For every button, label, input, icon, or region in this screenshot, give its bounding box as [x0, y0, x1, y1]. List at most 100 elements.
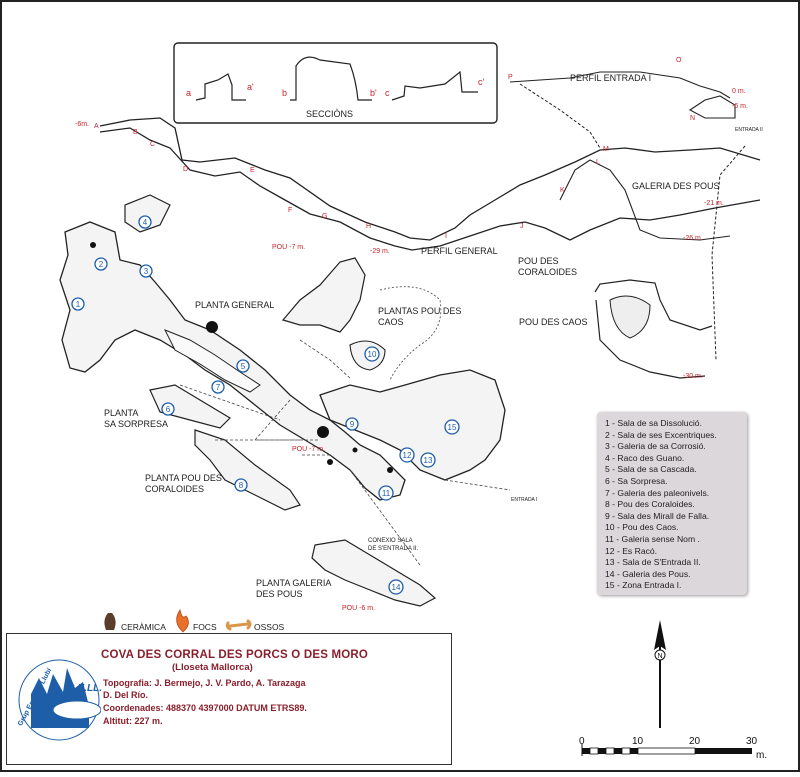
scale-bar	[581, 744, 752, 756]
cave-title: COVA DES CORRAL DES PORCS O DES MORO	[101, 649, 369, 661]
legend-item: 12 - Es Racó.	[605, 545, 658, 556]
entrance-dashed	[519, 83, 601, 149]
marker-2: 2	[99, 260, 104, 269]
svg-text:POU -7 m.: POU -7 m.	[292, 446, 325, 453]
label-conexio: CONEXIO SALA DE S'ENTRADA II.	[368, 538, 419, 552]
legend-item: 14 - Galeria des Pous.	[605, 568, 691, 579]
legend-item: 4 - Raco des Guano.	[605, 452, 685, 463]
section-label: c	[385, 88, 390, 98]
svg-text:I: I	[445, 233, 447, 240]
ossos-icon	[225, 619, 252, 631]
plan-pou-caos-upper	[281, 257, 366, 333]
legend-item: 1 - Sala de sa Dissolució.	[605, 418, 702, 428]
section-label: c'	[478, 77, 485, 87]
label-perfil-general: PERFIL GENERAL	[421, 246, 498, 256]
svg-text:-30 m.: -30 m.	[683, 373, 703, 380]
svg-text:POU -6 m.: POU -6 m.	[342, 605, 375, 612]
marker-1: 1	[76, 300, 81, 309]
marker-10: 10	[368, 350, 377, 359]
ceramica-icon	[104, 613, 116, 630]
credit-altitut: Altitut: 227 m.	[103, 716, 163, 726]
svg-text:20: 20	[689, 736, 701, 747]
label-galeria-pous: GALERIA DES POUS	[632, 181, 720, 191]
legend-panel: 1 - Sala de sa Dissolució. 2 - Sala de s…	[597, 412, 747, 595]
label-entrada-i: ENTRADA I	[511, 497, 538, 503]
symbol-ceramica-label: CERÀMICA	[121, 622, 166, 632]
credit-topografia: Topografia: J. Bermejo, J. V. Pardo, A. …	[103, 678, 306, 688]
cave-location: (Lloseta Mallorca)	[172, 662, 253, 673]
svg-text:E: E	[250, 167, 255, 174]
marker-14: 14	[392, 583, 401, 592]
pou-caos-detail	[609, 295, 651, 339]
symbol-focs-label: FOCS	[193, 622, 217, 632]
profile-letters: A B C D E F G H I J K L M N O P	[94, 57, 695, 240]
scale-ticks: 0 10 20 30 m.	[579, 736, 767, 761]
marker-4: 4	[143, 218, 148, 227]
plan-galeria-pous	[311, 539, 437, 607]
plan-branch	[163, 329, 261, 393]
section-label: a	[186, 88, 191, 98]
svg-text:B: B	[133, 129, 138, 136]
svg-text:-21 m.: -21 m.	[704, 200, 724, 207]
svg-text:10: 10	[632, 736, 644, 747]
section-c-shape	[391, 70, 478, 101]
svg-text:0 m.: 0 m.	[732, 88, 746, 95]
plan-caos-dotted	[379, 286, 442, 381]
svg-text:G: G	[322, 213, 327, 220]
svg-text:-29 m.: -29 m.	[370, 248, 390, 255]
credit-coordenades: Coordenades: 488370 4397000 DATUM ETRS89…	[103, 703, 307, 713]
legend-item: 5 - Sala de sa Cascada.	[605, 464, 697, 475]
svg-text:POU -7 m.: POU -7 m.	[272, 244, 305, 251]
svg-text:L: L	[596, 159, 600, 166]
svg-text:F: F	[288, 207, 292, 214]
plan-sala-mirall	[319, 369, 506, 481]
svg-text:0: 0	[579, 736, 585, 747]
svg-text:-6m.: -6m.	[75, 121, 89, 128]
depth-markers: -6m. 0 m. -6 m. -21 m. -26 m. -29 m. -30…	[75, 88, 748, 612]
label-planta-coraloides: PLANTA POU DES CORALOIDES	[145, 473, 222, 494]
section-label: b'	[370, 88, 377, 98]
connector-dashed	[711, 145, 746, 361]
label-pou-coraloides: POU DES CORALOIDES	[518, 256, 578, 277]
svg-text:C: C	[150, 141, 155, 148]
label-planta-sorpresa: PLANTA SA SORPRESA	[104, 408, 169, 429]
legend-item: 8 - Pou des Coraloides.	[605, 499, 695, 510]
focs-icon	[176, 608, 189, 633]
marker-3: 3	[144, 267, 149, 276]
section-label: b	[282, 88, 287, 98]
sections-title: SECCIÒNS	[306, 109, 353, 119]
svg-text:-6 m.: -6 m.	[732, 103, 748, 110]
section-b-shape	[290, 56, 372, 101]
profile-pou-caos	[594, 279, 713, 379]
legend-item: 9 - Sala des Mirall de Falla.	[605, 510, 710, 521]
label-pou-caos: POU DES CAOS	[519, 317, 588, 327]
label-perfil-entrada: PERFIL ENTRADA I	[570, 73, 652, 83]
sections-box	[173, 42, 498, 124]
gell-logo	[18, 659, 101, 741]
marker-8: 8	[239, 481, 244, 490]
svg-text:D: D	[183, 166, 188, 173]
symbol-ossos-label: OSSOS	[254, 622, 285, 632]
svg-text:N: N	[690, 115, 695, 122]
profile-general-floor	[99, 127, 761, 251]
marker-5: 5	[241, 362, 246, 371]
label-planta-general: PLANTA GENERAL	[195, 300, 275, 310]
label-plantas-pou-caos: PLANTAS POU DES CAOS	[378, 306, 462, 327]
profile-general-ceiling	[99, 117, 761, 241]
plan-coraloides	[194, 429, 301, 511]
legend-item: 7 - Galeria des paleonivels.	[605, 487, 710, 498]
legend-list: 1 - Sala de sa Dissolució. 2 - Sala de s…	[597, 412, 747, 592]
legend-item: 11 - Galeria sense Nom .	[605, 533, 700, 544]
number-markers: 1 2 3 4 5 6 7 8 9 10 11 12 13 14 15	[71, 215, 460, 595]
legend-item: 13 - Sala de S'Entrada II.	[605, 557, 701, 568]
svg-text:O: O	[676, 57, 682, 64]
section-label: a'	[247, 82, 254, 92]
legend-item: 6 - Sa Sorpresa.	[605, 475, 668, 486]
plan-raco-guano	[124, 194, 171, 233]
logo-acronym: G.E.LL.	[67, 683, 102, 694]
marker-15: 15	[448, 423, 457, 432]
profile-pou-shape	[559, 159, 731, 241]
marker-13: 13	[424, 456, 433, 465]
